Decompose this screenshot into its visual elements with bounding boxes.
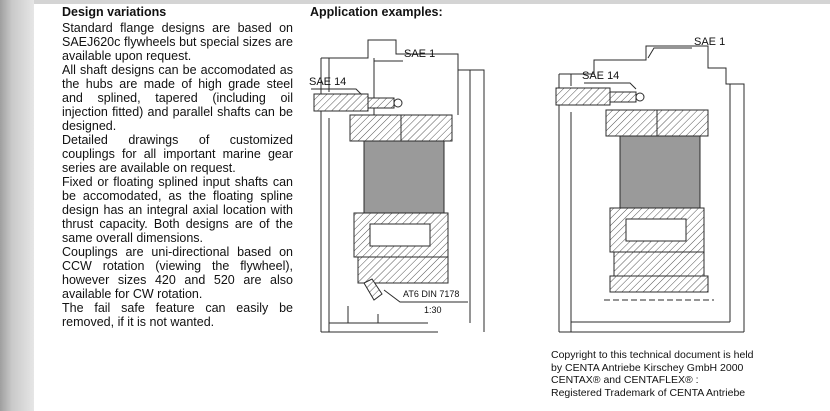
label-din-drawing1: AT6 DIN 7178 [403,289,460,299]
copyright-line-1: Copyright to this technical document is … [551,349,754,361]
copyright-line-3: CENTAX® and CENTAFLEX® : [551,374,699,387]
scan-edge-top [0,0,830,4]
design-variations-section: Design variations Standard flange design… [62,5,293,329]
paragraph-standard-flange: Standard flange designs are based on SAE… [62,21,293,63]
copyright-block: Copyright to this technical document is … [551,349,803,400]
copyright-line-4: Registered Trademark of CENTA Antriebe [551,387,746,400]
label-sae1-drawing2: SAE 1 [694,36,726,48]
paragraph-fail-safe: The fail safe feature can easily be remo… [62,301,293,329]
copyright-line-2: by CENTA Antriebe Kirschey GmbH 2000 [551,361,744,374]
label-sae14-drawing1: SAE 14 [309,76,347,88]
paragraph-rotation: Couplings are uni-directional based on C… [62,245,293,301]
page-left-margin-strip [0,0,34,411]
label-sae1-drawing1: SAE 1 [404,48,436,60]
paragraph-shaft-designs: All shaft designs can be accomodated as … [62,63,293,133]
label-scale-drawing1: 1:30 [424,305,442,315]
coupling-cross-section-1 [311,39,485,333]
design-variations-heading: Design variations [62,5,167,19]
application-examples-heading: Application examples: [310,5,443,19]
application-example-drawing-2: SAE 1 SAE 14 [548,26,792,342]
paragraph-detailed-drawings: Detailed drawings of customized coupling… [62,133,293,175]
label-sae14-drawing2: SAE 14 [582,70,620,82]
application-example-drawing-1: SAE 1 SAE 14 AT6 DIN 7178 1:30 [308,28,546,340]
coupling-cross-section-2 [555,45,745,333]
paragraph-splined-input-shafts: Fixed or floating splined input shafts c… [62,175,293,245]
